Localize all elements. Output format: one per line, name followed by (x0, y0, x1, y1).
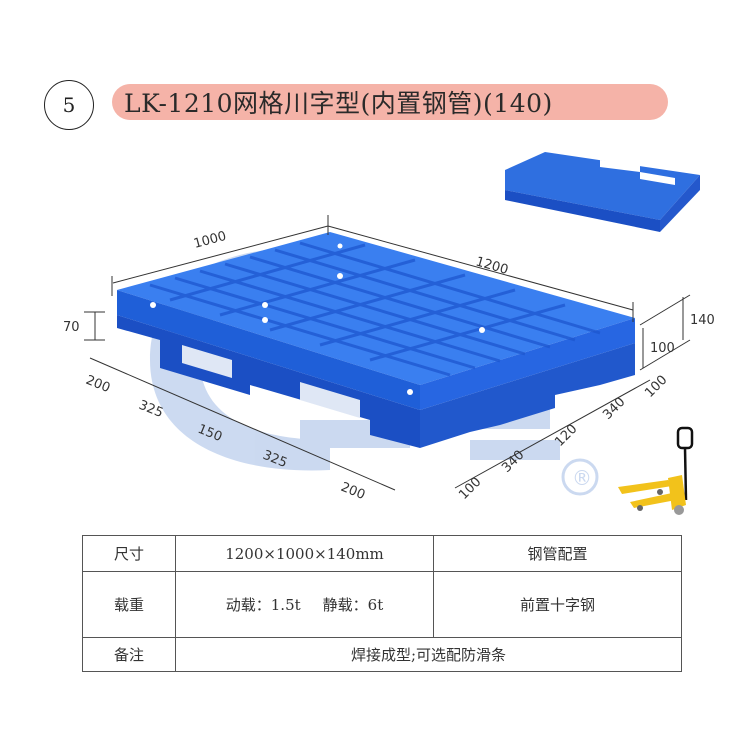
svg-text:200: 200 (84, 373, 113, 396)
pallet-main-view (117, 232, 635, 448)
item-number-badge: 5 (44, 80, 94, 130)
remarks-cell: 焊接成型;可选配防滑条 (175, 637, 682, 672)
table-row: 尺寸 1200×1000×140mm 钢管配置 (82, 535, 682, 572)
item-number: 5 (62, 93, 76, 117)
product-title: LK-1210网格川字型(内置钢管)(140) (124, 89, 553, 118)
table-row: 备注 焊接成型;可选配防滑条 (82, 637, 682, 672)
svg-text:1000: 1000 (192, 229, 228, 252)
pallet-dimension-drawing: ® (0, 140, 750, 520)
steel-config-header: 钢管配置 (433, 535, 682, 572)
svg-text:100: 100 (650, 341, 675, 356)
steel-config-value: 前置十字钢 (433, 571, 682, 638)
static-load: 静载：6t (322, 596, 384, 614)
svg-text:100: 100 (456, 475, 484, 503)
load-cell: 动载：1.5t 静载：6t (175, 571, 434, 638)
spec-table: 尺寸 1200×1000×140mm 钢管配置 载重 动载：1.5t 静载：6t … (82, 535, 682, 672)
svg-text:200: 200 (339, 480, 368, 503)
table-row: 载重 动载：1.5t 静载：6t 前置十字钢 (82, 571, 682, 638)
svg-text:100: 100 (642, 373, 670, 401)
svg-text:140: 140 (690, 313, 715, 328)
pallet-inset-view (505, 152, 700, 232)
svg-text:®: ® (572, 466, 592, 490)
svg-text:340: 340 (600, 395, 628, 423)
label-cell: 尺寸 (82, 535, 176, 572)
dynamic-load: 动载：1.5t (225, 596, 301, 614)
pallet-jack-icon (618, 426, 694, 515)
product-title-bar: LK-1210网格川字型(内置钢管)(140) (112, 84, 668, 120)
svg-text:70: 70 (63, 320, 80, 335)
label-cell: 备注 (82, 637, 176, 672)
size-cell: 1200×1000×140mm (175, 535, 434, 572)
label-cell: 载重 (82, 571, 176, 638)
